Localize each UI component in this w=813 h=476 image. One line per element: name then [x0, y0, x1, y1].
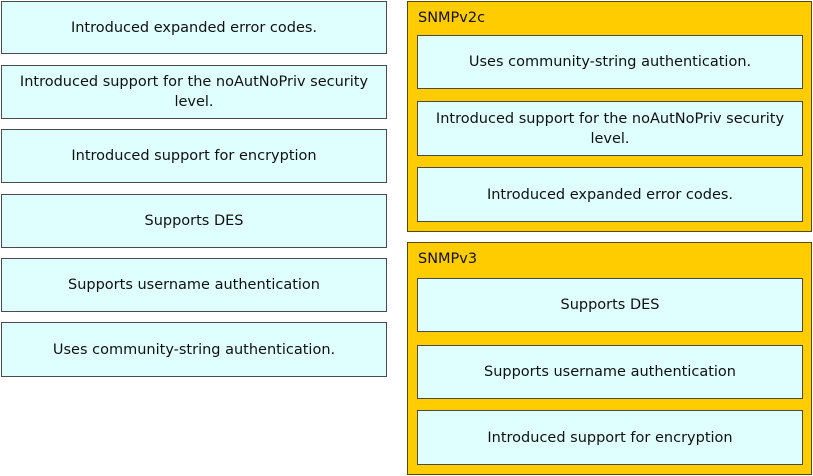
target-snmpv2c-item-noauthnopriv[interactable]: Introduced support for the noAutNoPriv s…: [417, 101, 803, 156]
target-snmpv2c-item-expanded-error-codes[interactable]: Introduced expanded error codes.: [417, 167, 803, 222]
target-snmpv2c[interactable]: SNMPv2c Uses community-string authentica…: [407, 1, 812, 232]
source-item-noauthnopriv[interactable]: Introduced support for the noAutNoPriv s…: [1, 65, 387, 119]
source-item-des[interactable]: Supports DES: [1, 194, 387, 248]
target-snmpv2c-item-community-string[interactable]: Uses community-string authentication.: [417, 35, 803, 89]
target-snmpv3-item-username-auth[interactable]: Supports username authentication: [417, 345, 803, 399]
source-item-community-string[interactable]: Uses community-string authentication.: [1, 322, 387, 377]
target-title-snmpv3: SNMPv3: [418, 251, 478, 267]
target-snmpv3-item-des[interactable]: Supports DES: [417, 278, 803, 332]
source-item-expanded-error-codes[interactable]: Introduced expanded error codes.: [1, 1, 387, 54]
source-item-encryption[interactable]: Introduced support for encryption: [1, 129, 387, 183]
target-snmpv3-item-encryption[interactable]: Introduced support for encryption: [417, 410, 803, 465]
target-snmpv3[interactable]: SNMPv3 Supports DES Supports username au…: [407, 242, 812, 475]
target-title-snmpv2c: SNMPv2c: [418, 10, 486, 26]
source-item-username-auth[interactable]: Supports username authentication: [1, 258, 387, 312]
